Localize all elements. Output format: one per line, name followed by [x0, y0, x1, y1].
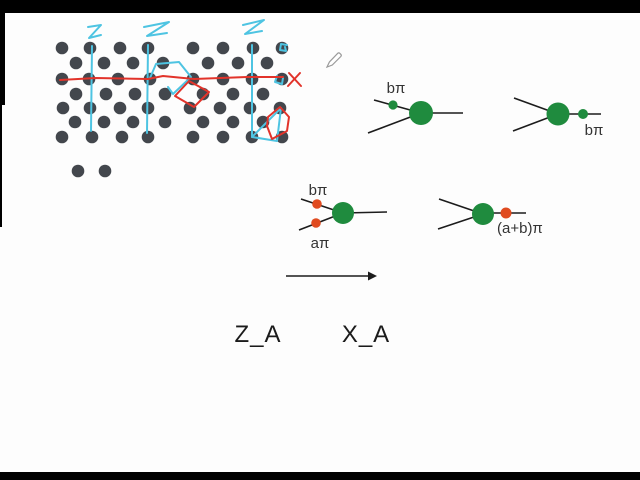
- lattice-dot: [201, 56, 215, 70]
- lattice-dot: [196, 115, 210, 129]
- left-edge-strip: [0, 13, 5, 105]
- bpi-label-mid: bπ: [309, 182, 328, 199]
- hand-drawn-strokes: [59, 19, 302, 142]
- lattice-dot: [97, 115, 111, 129]
- lattice-dot: [115, 130, 129, 144]
- lattice-dot: [183, 101, 197, 115]
- lattice-dot: [99, 87, 113, 101]
- fusion-diagram-mid-right-orange-anyon-node: [500, 207, 512, 219]
- lattice-dot: [69, 56, 83, 70]
- z-squiggle-1: [87, 24, 102, 39]
- z-squiggle-2: [143, 21, 170, 37]
- z-squiggle-3: [242, 19, 265, 35]
- red-diamond-loop: [174, 80, 210, 108]
- red-x-mark-stroke-2: [287, 72, 301, 87]
- lattice-dot: [126, 115, 140, 129]
- arrow-head: [368, 271, 377, 281]
- lattice-dot: [216, 72, 230, 86]
- lattice-dots: [55, 41, 289, 178]
- x-string-main-line: [59, 75, 284, 81]
- lattice-dot: [83, 101, 97, 115]
- lattice-dot: [256, 87, 270, 101]
- lattice-dot: [85, 130, 99, 144]
- fusion-arrow: [286, 271, 377, 281]
- lattice-dot: [113, 41, 127, 55]
- pencil-icon: [325, 52, 342, 69]
- z-string-line-2: [146, 44, 149, 134]
- bpi-label-top-right: bπ: [585, 122, 604, 139]
- lattice-dot: [226, 87, 240, 101]
- fusion-diagram-mid-left-orange-anyon-node: [312, 199, 322, 209]
- api-label-mid: aπ: [311, 235, 330, 252]
- fusion-diagram-top-right-green-anyon-node: [546, 102, 570, 126]
- lattice-dot: [97, 56, 111, 70]
- lattice-dot: [141, 130, 155, 144]
- z-string-line-1: [90, 45, 93, 132]
- lattice-dot: [260, 56, 274, 70]
- lattice-dot: [83, 41, 97, 55]
- lattice-dot: [186, 130, 200, 144]
- lattice-dot: [56, 101, 70, 115]
- fusion-diagram-mid-left-green-anyon-node: [332, 202, 354, 224]
- lattice-dot: [158, 87, 172, 101]
- top-letterbox-bar: [0, 0, 640, 13]
- fusion-diagram-top-left-green-anyon-node: [409, 101, 433, 125]
- pencil-cursor-icon: [325, 52, 342, 69]
- lattice-dot: [69, 87, 83, 101]
- lattice-dot: [98, 164, 112, 178]
- cyan-hook-line-end: [274, 75, 284, 85]
- lattice-dot: [226, 115, 240, 129]
- bottom-letterbox-bar: [0, 472, 640, 480]
- lattice-dot: [243, 101, 257, 115]
- cyan-curl-top-right: [279, 43, 288, 52]
- fusion-diagram-mid-left-orange-anyon-node: [311, 218, 321, 228]
- bpi-label-top-left: bπ: [387, 80, 406, 97]
- anyon-fusion-diagrams: [298, 97, 601, 231]
- lattice-dot: [128, 87, 142, 101]
- text-labels: bπ bπ bπ aπ (a+b)πZ_A X_A: [234, 80, 603, 348]
- left-edge-strip: [0, 105, 2, 227]
- fusion-diagram-top-left-green-anyon-node: [388, 100, 398, 110]
- fusion-diagram-top-right-green-anyon-node: [578, 109, 588, 119]
- lattice-dot: [216, 130, 230, 144]
- lattice-dot: [71, 164, 85, 178]
- cyan-pentagon-loop: [149, 61, 192, 95]
- lattice-dot: [231, 56, 245, 70]
- caption-z-operator: Z_A: [234, 321, 281, 348]
- red-teardrop-loop: [266, 106, 290, 140]
- lattice-dot: [113, 101, 127, 115]
- lattice-dot: [213, 101, 227, 115]
- a-plus-b-pi-label: (a+b)π: [497, 220, 543, 237]
- lattice-dot: [186, 41, 200, 55]
- caption-x-operator: X_A: [342, 321, 390, 348]
- lattice-dot: [55, 41, 69, 55]
- lattice-dot: [55, 130, 69, 144]
- lattice-dot: [216, 41, 230, 55]
- lattice-dot: [158, 115, 172, 129]
- fusion-diagram-mid-right-green-anyon-node: [472, 203, 494, 225]
- lattice-dot: [126, 56, 140, 70]
- lattice-dot: [68, 115, 82, 129]
